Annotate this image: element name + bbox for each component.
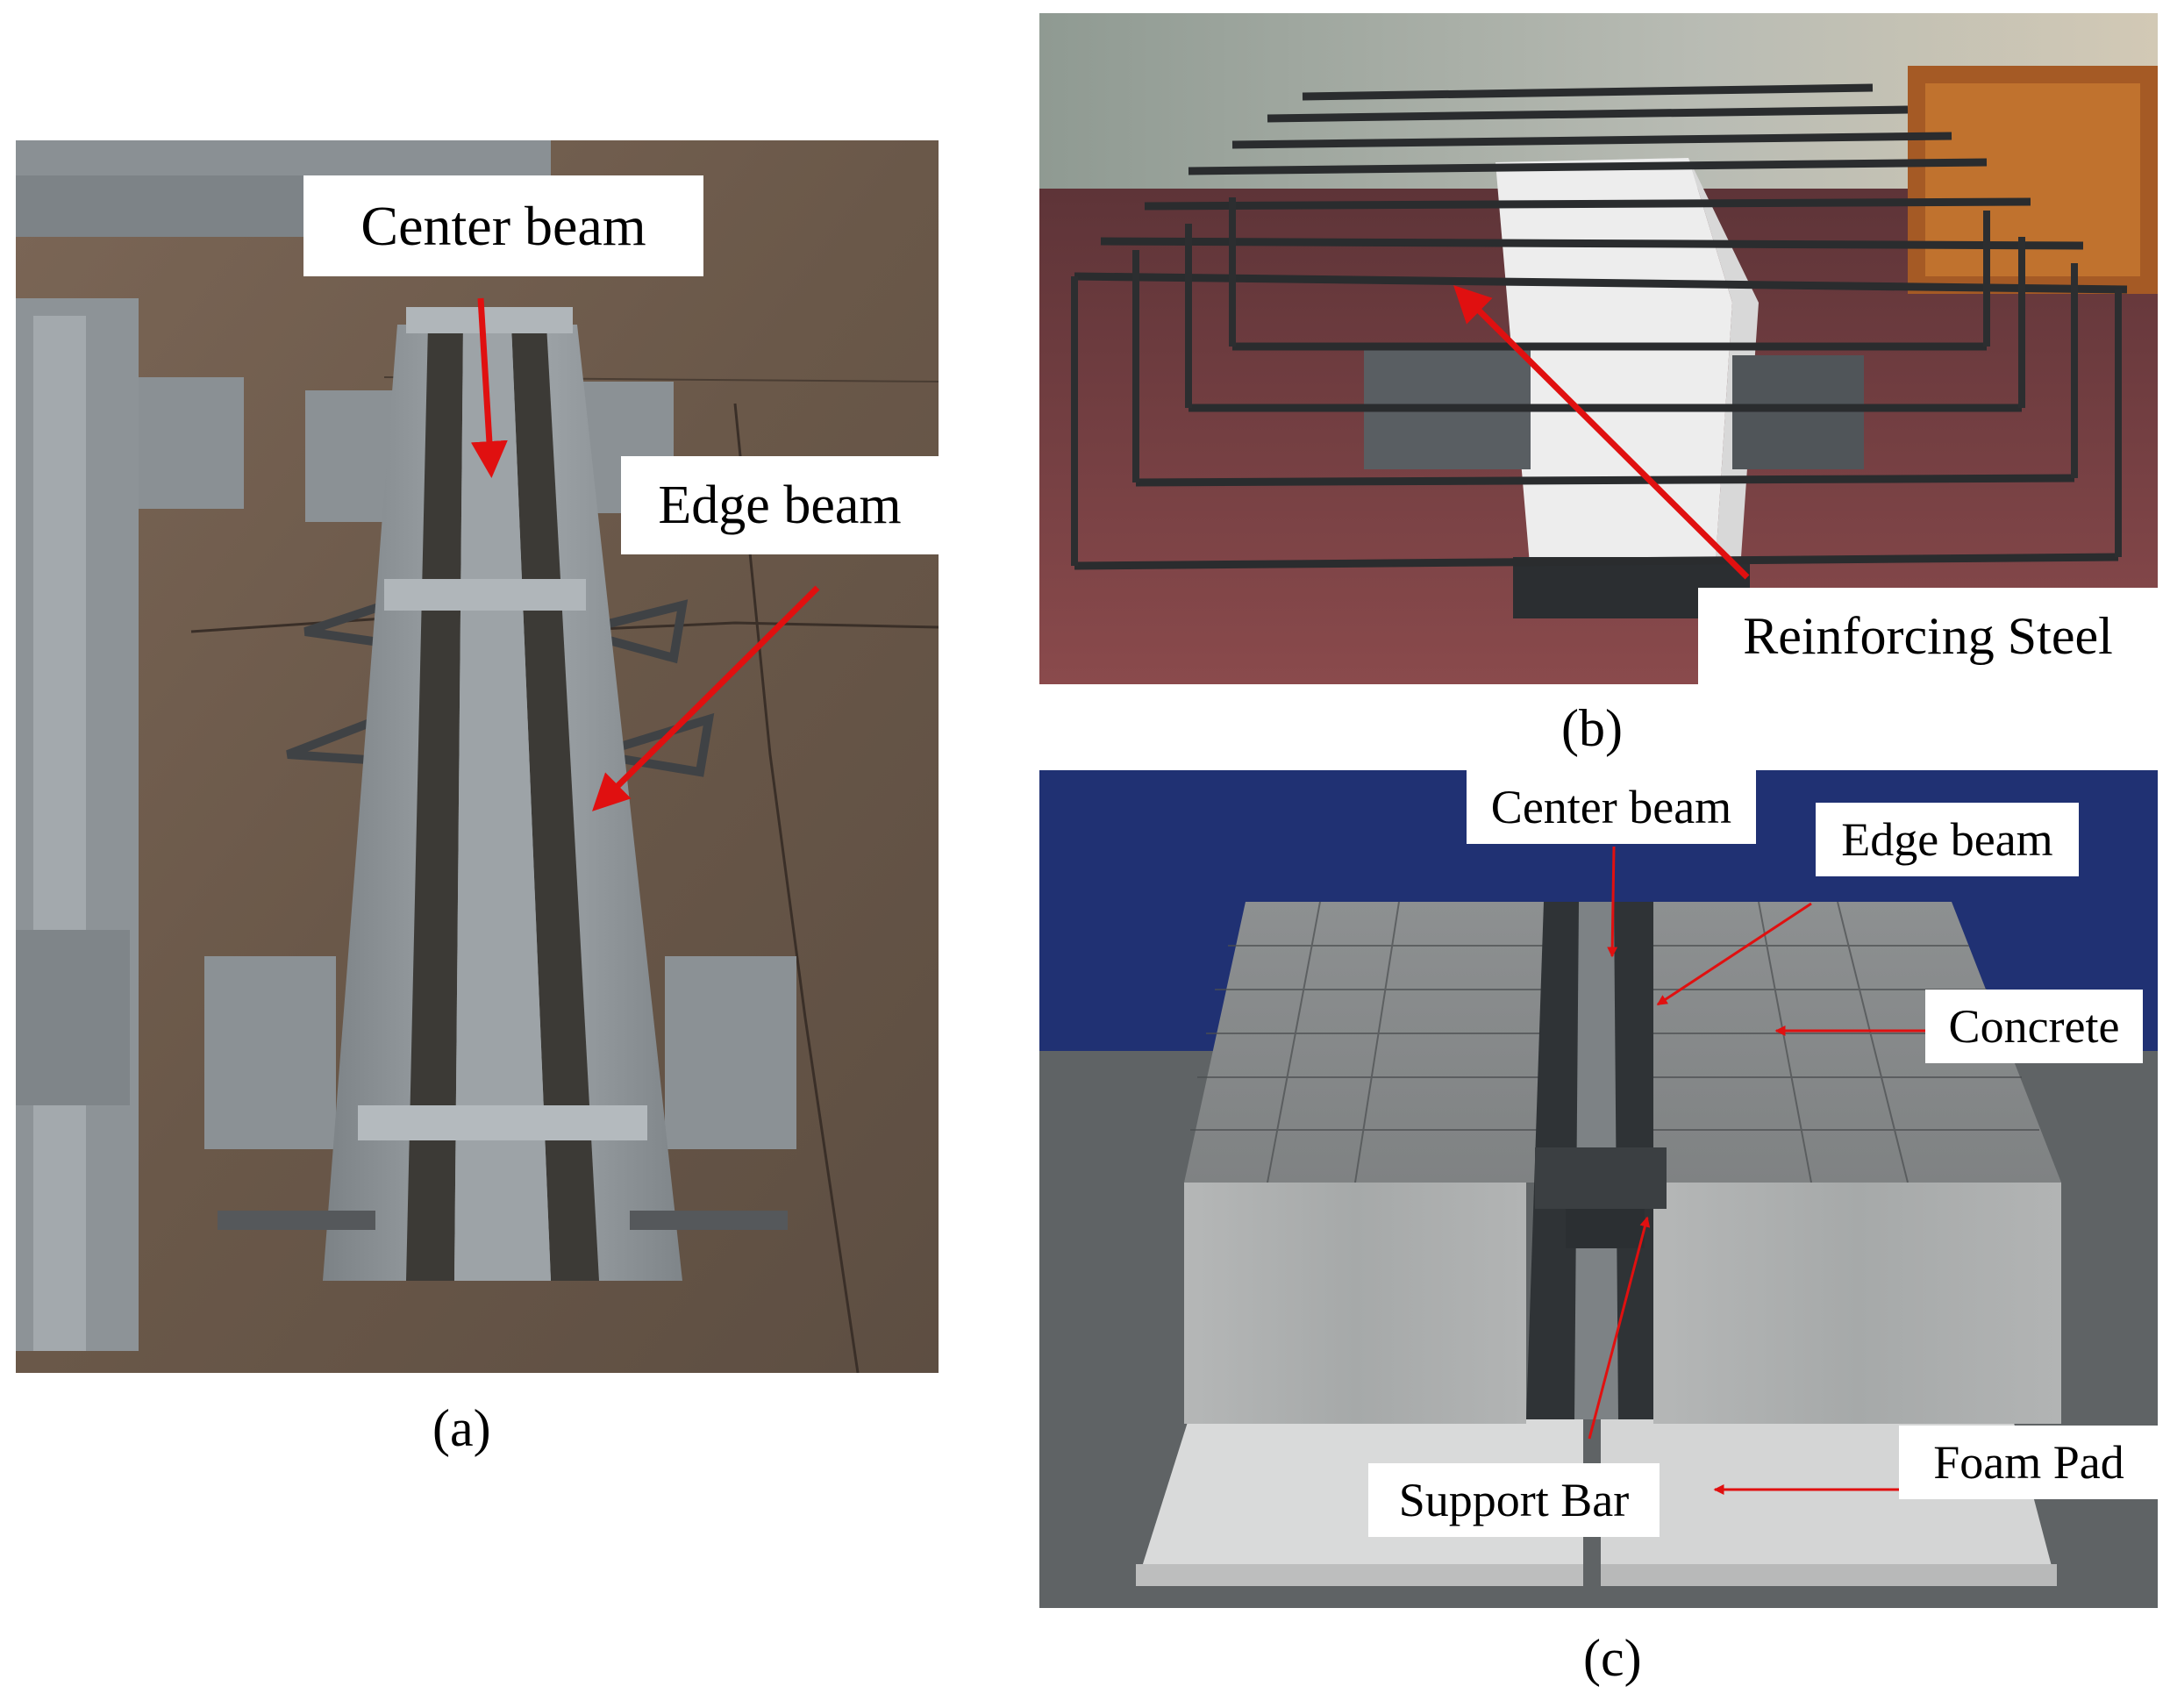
- rebar-cage-photo: [1039, 13, 2158, 684]
- photo-panel-a: [16, 140, 939, 1373]
- caption-c: (c): [1583, 1629, 1642, 1687]
- label-foam-pad: Foam Pad: [1899, 1426, 2159, 1499]
- label-concrete: Concrete: [1925, 990, 2143, 1063]
- caption-a: (a): [432, 1399, 491, 1457]
- label-support-bar: Support Bar: [1368, 1463, 1660, 1537]
- label-center-beam-c: Center beam: [1467, 770, 1756, 844]
- label-reinforcing-steel: Reinforcing Steel: [1698, 588, 2158, 684]
- label-center-beam-a: Center beam: [303, 175, 703, 276]
- caption-b: (b): [1561, 699, 1623, 757]
- label-edge-beam-a: Edge beam: [621, 456, 939, 554]
- label-edge-beam-c: Edge beam: [1816, 803, 2079, 876]
- expansion-joint-photo: [16, 140, 939, 1373]
- photo-panel-b: [1039, 13, 2158, 684]
